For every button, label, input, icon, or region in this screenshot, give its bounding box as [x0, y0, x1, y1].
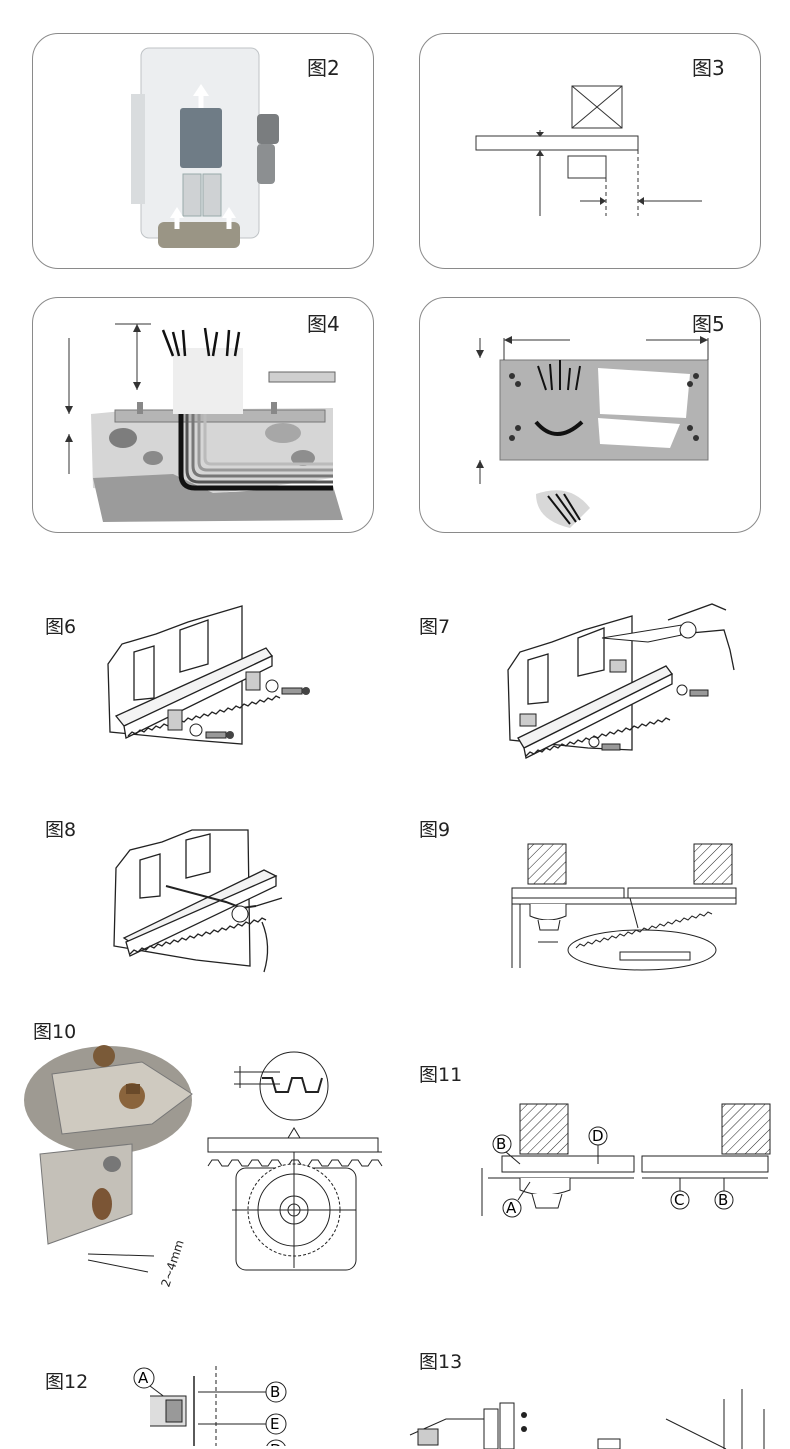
figure-12-drawing: A B E D	[133, 1366, 287, 1446]
figure-11-label: 图11	[419, 1064, 463, 1086]
callout-12-e: E	[270, 1415, 279, 1433]
figure-6-drawing	[107, 605, 310, 745]
figure-10-label: 图10	[33, 1021, 77, 1043]
figure-5-drawing	[476, 336, 709, 528]
callout-b-right: B	[718, 1191, 728, 1209]
callout-12-d: D	[270, 1441, 282, 1446]
figure-5-label: 图5	[692, 312, 725, 336]
figure-2-drawing	[131, 47, 279, 248]
figure-2-label: 图2	[307, 56, 340, 80]
figure-6-label: 图6	[45, 616, 77, 638]
figure-5-panel: 图5	[419, 297, 761, 533]
figure-3-panel: 图3	[419, 33, 761, 269]
callout-12-b: B	[270, 1383, 280, 1401]
figure-4-drawing	[65, 323, 343, 522]
figure-2-panel: 图2	[32, 33, 374, 269]
figure-12-label: 图12	[45, 1371, 89, 1393]
figure-7-drawing	[507, 603, 735, 759]
figure-11-drawing: B D A C B	[481, 1103, 771, 1218]
figure-10-gear-diagram	[207, 1051, 383, 1271]
figure-13-label: 图13	[419, 1351, 463, 1373]
gap-measurement-label: 2~4mm	[158, 1238, 186, 1289]
figure-7-label: 图7	[419, 616, 451, 638]
figure-9-label: 图9	[419, 819, 451, 841]
figure-4-label: 图4	[307, 312, 340, 336]
figure-13-drawing	[409, 1389, 765, 1449]
figure-3-drawing	[475, 85, 702, 216]
figure-8-drawing	[113, 829, 283, 973]
figure-10-photos: 2~4mm	[24, 1045, 193, 1289]
figure-9-drawing	[511, 843, 737, 971]
callout-a: A	[506, 1199, 517, 1217]
figure-3-label: 图3	[692, 56, 725, 80]
figure-8-label: 图8	[45, 819, 77, 841]
callout-c: C	[674, 1191, 684, 1209]
callout-b-left: B	[496, 1135, 506, 1153]
figure-4-panel: 图4	[32, 297, 374, 533]
callout-12-a: A	[138, 1369, 149, 1387]
callout-d: D	[592, 1127, 604, 1145]
